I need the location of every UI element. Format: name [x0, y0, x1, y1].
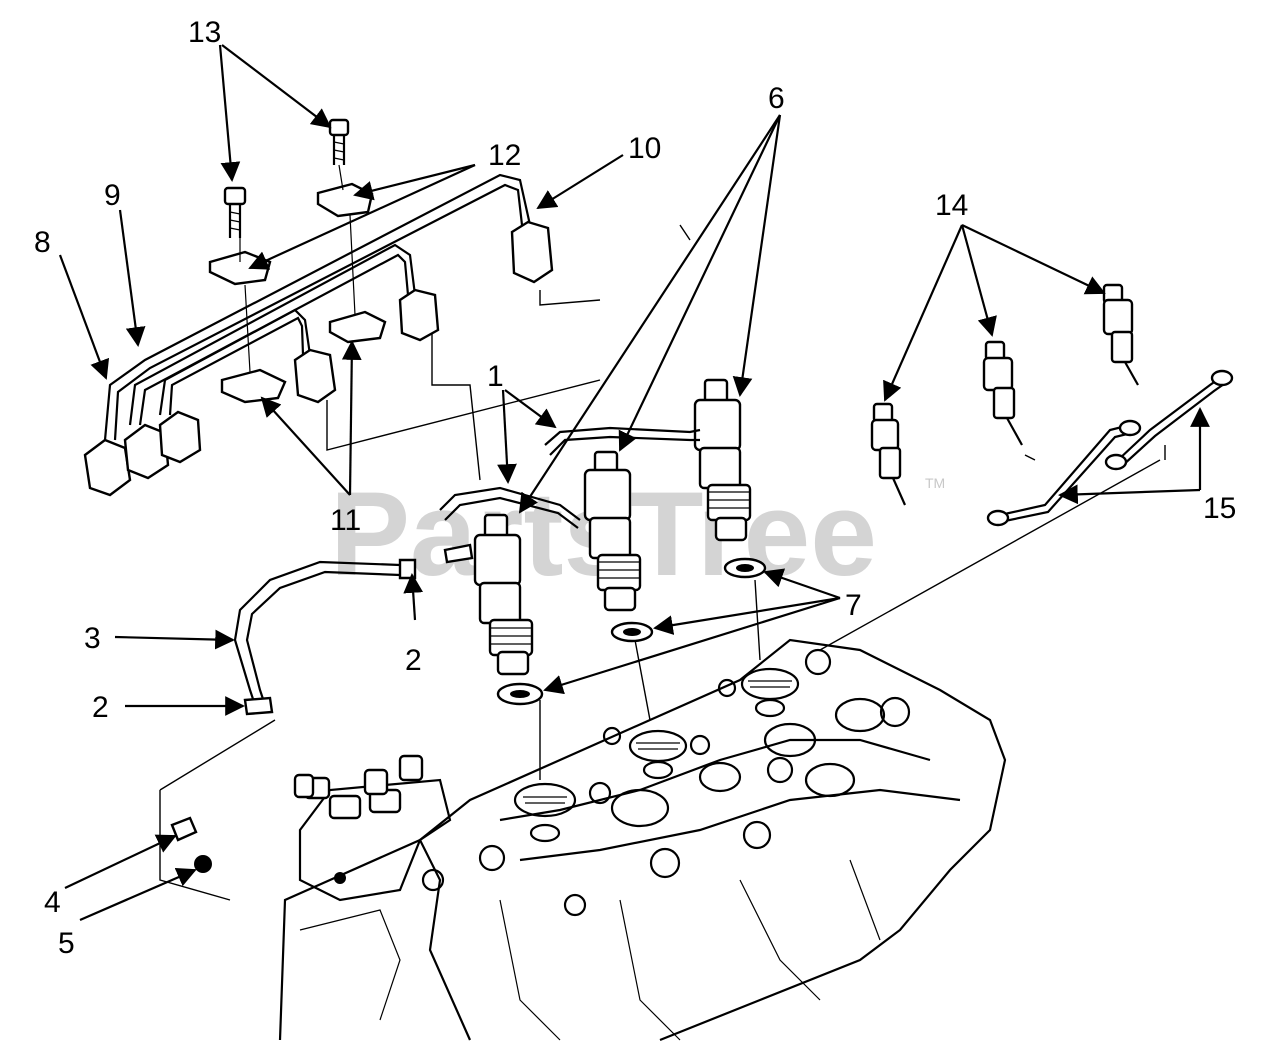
- injector-1: [473, 513, 534, 676]
- callout-14[interactable]: 14: [935, 189, 968, 222]
- fittings: [170, 816, 212, 873]
- bolts: [223, 118, 356, 373]
- callout-10[interactable]: 10: [628, 132, 661, 165]
- callout-6[interactable]: 6: [768, 82, 785, 115]
- glow-plugs: [870, 283, 1139, 506]
- washers: [496, 557, 767, 706]
- leader-arrows: [58, 44, 1210, 922]
- callout-3[interactable]: 3: [84, 622, 101, 655]
- callout-9[interactable]: 9: [104, 179, 121, 212]
- injector-2: [583, 450, 642, 612]
- callout-2-lower[interactable]: 2: [92, 691, 109, 724]
- callout-13[interactable]: 13: [188, 16, 221, 49]
- callout-12[interactable]: 12: [488, 139, 521, 172]
- callout-1[interactable]: 1: [487, 360, 504, 393]
- callout-2-upper[interactable]: 2: [405, 644, 422, 677]
- pipe-clamps: [208, 182, 387, 404]
- callout-8[interactable]: 8: [34, 226, 51, 259]
- return-hoses: [233, 426, 701, 716]
- glow-plug-leads: [986, 369, 1234, 527]
- callout-5[interactable]: 5: [58, 927, 75, 960]
- callout-labels: 13 12 10 9 8 6 14 1 11 15 7 2 3 2 4 5: [34, 16, 1236, 960]
- cylinder-head: [278, 638, 1007, 1042]
- callout-7[interactable]: 7: [845, 589, 862, 622]
- injection-pipes: [83, 173, 554, 497]
- callout-15[interactable]: 15: [1203, 492, 1236, 525]
- watermark-trademark: TM: [925, 475, 945, 491]
- callout-11[interactable]: 11: [330, 504, 361, 537]
- callout-4[interactable]: 4: [44, 886, 61, 919]
- injector-3: [693, 378, 752, 542]
- guide-lines: [159, 224, 1166, 901]
